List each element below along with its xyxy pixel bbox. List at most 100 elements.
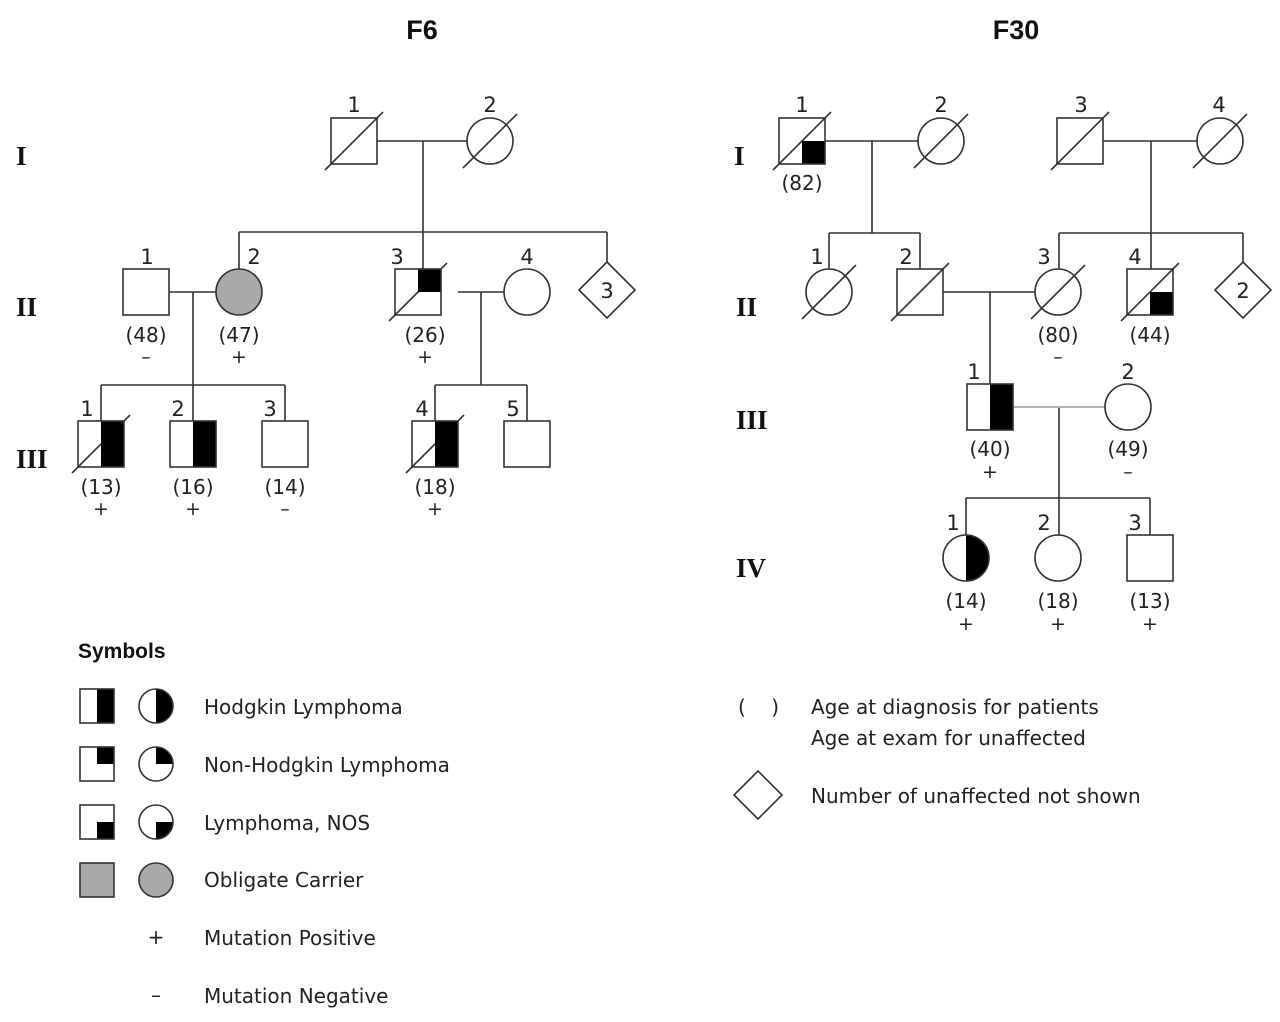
generation-label: I [16,141,27,171]
mutation-status: + [982,461,998,483]
legend-square-obligate-carrier-icon [79,862,115,898]
individual-number: 2 [171,397,184,421]
individual-f30-ii-unaffected-group: 2 [1213,260,1273,320]
individual-number: 1 [946,511,959,535]
age-label: (18) [414,475,455,499]
square-outline [1126,534,1174,582]
square-outline [1056,117,1104,165]
age-label: (47) [218,323,259,347]
square-outline [503,420,551,468]
mutation-status: + [1142,613,1158,635]
individual-number: 3 [1037,245,1050,269]
age-label: (82) [781,171,822,195]
mutation-status: + [93,498,109,520]
square-outline [1126,268,1174,316]
generation-label: III [736,405,768,435]
individual-number: 1 [810,245,823,269]
circle-fill [216,269,262,315]
parentheses-icon: ( ) [738,695,779,719]
unaffected-count: 2 [1236,279,1249,303]
individual-number: 4 [520,245,533,269]
legend-label-non-hodgkin: Non-Hodgkin Lymphoma [204,753,450,777]
individual-f30-iii-1: 1(40)+ [966,360,1014,483]
individual-f30-iv-2: 2(18)+ [1034,511,1082,635]
individual-number: 1 [347,93,360,117]
circle-fill [504,269,550,315]
legend-circle-hodgkin-lymphoma-icon [138,688,174,724]
individual-f30-iv-1: 1(14)+ [942,511,990,635]
age-label: (40) [969,437,1010,461]
affected-fill [97,689,114,723]
individual-number: 1 [80,397,93,421]
affected-fill [435,421,458,467]
pedigree-title-f6: F6 [406,15,438,45]
individual-f30-ii-3: 3(80)– [1030,245,1086,368]
individual-number: 2 [1121,360,1134,384]
deceased-slash [1030,264,1086,320]
legend-label-mutation-negative: Mutation Negative [204,984,388,1008]
square-outline [966,383,1014,431]
individual-f30-iii-2: 2(49)– [1104,360,1152,483]
affected-fill [1150,292,1173,315]
mutation-status: + [958,613,974,635]
circle-outline [138,746,174,782]
circle-outline [138,804,174,840]
individual-number: 1 [795,93,808,117]
individual-f30-ii-2: 2 [890,245,950,322]
legend-title: Symbols [78,640,166,663]
legend: Symbols Hodgkin Lymphoma Non-Hodgkin Lym… [78,640,1141,1008]
individual-number: 5 [506,397,519,421]
individual-f6-ii-unaffected-group: 3 [577,260,637,320]
square-fill [80,863,114,897]
individual-number: 3 [1128,511,1141,535]
individual-f30-i-4: 4 [1192,93,1248,169]
circle-outline [1034,534,1082,582]
plus-icon: + [148,925,165,949]
age-label: (48) [125,323,166,347]
legend-label-carrier: Obligate Carrier [204,868,364,892]
circle-outline [215,268,263,316]
individual-number: 4 [1212,93,1225,117]
affected-fill [97,747,114,764]
deceased-slash [462,113,518,169]
legend-square-non-hodgkin-lymphoma-icon [79,746,115,782]
individual-number: 2 [899,245,912,269]
individual-number: 2 [934,93,947,117]
mutation-status: + [185,498,201,520]
mutation-status: + [417,346,433,368]
age-label: (80) [1037,323,1078,347]
circle-fill [139,863,173,897]
circle-outline [942,534,990,582]
deceased-slash [324,111,384,171]
circle-outline [503,268,551,316]
affected-fill [101,421,124,467]
square-outline [79,862,115,898]
pedigree-connection-lines [100,140,1244,535]
individual-number: 2 [247,245,260,269]
deceased-slash [1050,111,1110,171]
generation-label: III [16,444,48,474]
individual-number: 3 [263,397,276,421]
individual-number: 3 [1074,93,1087,117]
individual-f30-i-1: 1 (82) [772,93,832,195]
affected-fill [156,822,173,839]
square-fill [1127,535,1173,581]
individual-f6-iii-1: 1(13)+ [71,397,131,520]
legend-label-nos: Lymphoma, NOS [204,811,370,835]
square-outline [79,688,115,724]
mutation-status: – [280,498,290,520]
square-outline [778,117,826,165]
individual-number: 3 [390,245,403,269]
age-label: (26) [404,323,445,347]
generation-label: II [736,292,757,322]
individual-number: 2 [1037,511,1050,535]
square-outline [77,420,125,468]
circle-outline [917,117,965,165]
individual-f6-i-2: 2 [462,93,518,169]
circle-outline [805,268,853,316]
square-outline [79,804,115,840]
affected-fill [802,141,825,164]
individual-f6-iii-3: 3(14)– [261,397,309,520]
